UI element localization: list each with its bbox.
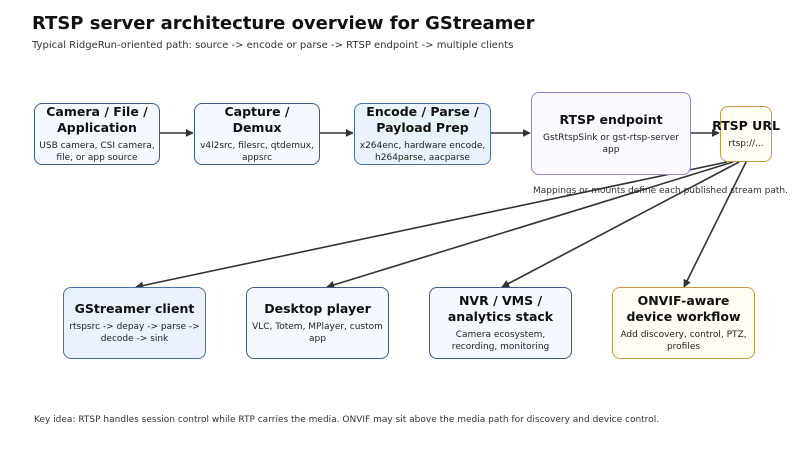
node-onvif-desc: Add discovery, control, PTZ, profiles bbox=[620, 330, 747, 352]
node-onvif: ONVIF-aware device workflow Add discover… bbox=[612, 287, 755, 359]
node-endpoint-title: RTSP endpoint bbox=[559, 111, 663, 127]
node-source: Camera / File / Application USB camera, … bbox=[34, 103, 160, 165]
arrow-url-to-desktop bbox=[326, 161, 734, 289]
arrow-url-to-onvif bbox=[683, 161, 747, 288]
key-idea-note: Key idea: RTSP handles session control w… bbox=[34, 415, 660, 425]
node-nvr-desc: Camera ecosystem, recording, monitoring bbox=[451, 330, 550, 352]
node-nvr-title: NVR / VMS / analytics stack bbox=[447, 293, 554, 324]
node-onvif-title: ONVIF-aware device workflow bbox=[626, 293, 741, 324]
node-gst-client: GStreamer client rtspsrc -> depay -> par… bbox=[63, 287, 206, 359]
node-capture-title: Capture / Demux bbox=[224, 104, 290, 135]
node-url-desc: rtsp://... bbox=[728, 139, 764, 149]
node-encode-desc: x264enc, hardware encode, h264parse, aac… bbox=[359, 141, 486, 163]
node-encode-title: Encode / Parse / Payload Prep bbox=[366, 104, 479, 135]
diagram-title: RTSP server architecture overview for GS… bbox=[32, 13, 535, 34]
node-capture: Capture / Demux v4l2src, filesrc, qtdemu… bbox=[194, 103, 320, 165]
node-endpoint-desc: GstRtspSink or gst-rtsp-server app bbox=[543, 132, 679, 155]
arrow-url-to-nvr bbox=[501, 161, 740, 288]
node-source-desc: USB camera, CSI camera, file, or app sou… bbox=[39, 141, 155, 163]
node-nvr: NVR / VMS / analytics stack Camera ecosy… bbox=[429, 287, 572, 359]
node-desktop-title: Desktop player bbox=[264, 301, 371, 316]
node-url-title: RTSP URL bbox=[712, 118, 780, 133]
node-desktop: Desktop player VLC, Totem, MPlayer, cust… bbox=[246, 287, 389, 359]
node-gst-client-title: GStreamer client bbox=[74, 301, 195, 316]
diagram-subtitle: Typical RidgeRun-oriented path: source -… bbox=[32, 40, 514, 51]
node-gst-client-desc: rtspsrc -> depay -> parse -> decode -> s… bbox=[69, 322, 200, 344]
node-endpoint: RTSP endpoint GstRtspSink or gst-rtsp-se… bbox=[531, 92, 691, 175]
node-capture-desc: v4l2src, filesrc, qtdemux, appsrc bbox=[200, 141, 314, 163]
arrow-url-to-gst-client bbox=[135, 161, 728, 290]
node-desktop-desc: VLC, Totem, MPlayer, custom app bbox=[252, 322, 383, 344]
node-url: RTSP URL rtsp://... bbox=[712, 106, 780, 162]
mapping-note: Mappings or mounts define each published… bbox=[533, 186, 788, 196]
node-encode: Encode / Parse / Payload Prep x264enc, h… bbox=[354, 103, 491, 165]
node-source-title: Camera / File / Application bbox=[46, 104, 148, 135]
